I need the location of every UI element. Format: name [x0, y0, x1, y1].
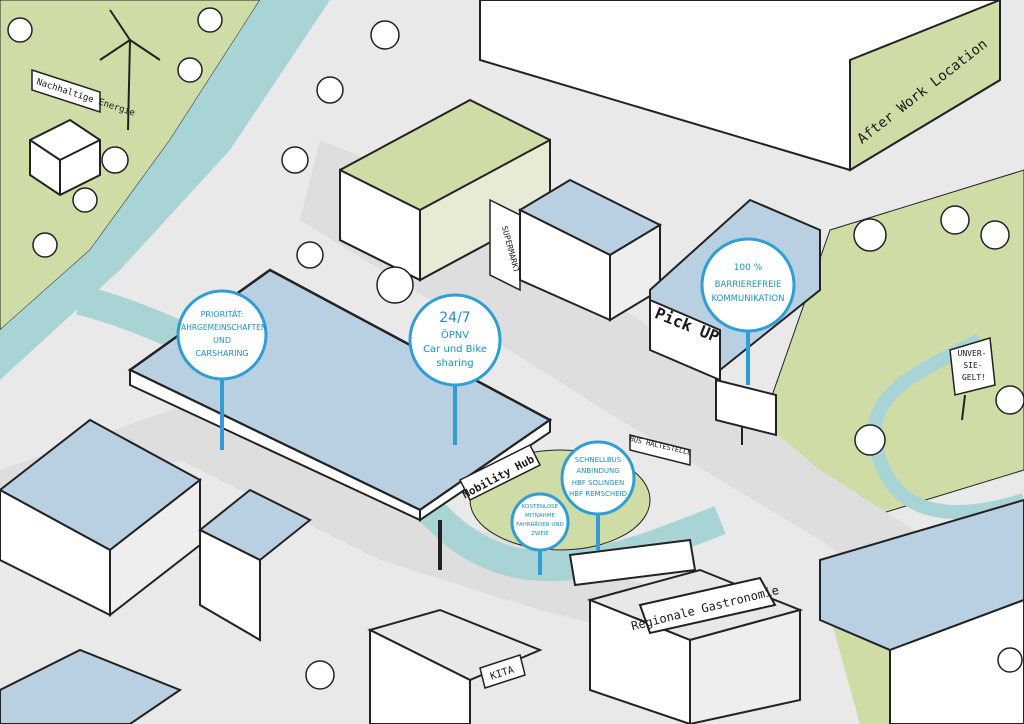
- tree: [7, 17, 33, 43]
- tree: [296, 241, 324, 269]
- svg-text:UNVER-: UNVER-: [958, 349, 987, 358]
- svg-text:SCHNELLBUS: SCHNELLBUS: [575, 456, 622, 464]
- tree: [376, 266, 414, 304]
- stream-right: [868, 333, 1024, 519]
- tree: [101, 146, 129, 174]
- svg-text:sharing: sharing: [436, 358, 473, 369]
- tree: [305, 660, 335, 690]
- billboard: [715, 378, 777, 445]
- svg-text:SIE-: SIE-: [963, 361, 982, 370]
- svg-text:FAHRRÄDER UND: FAHRRÄDER UND: [516, 521, 563, 528]
- info-bubble-oepnv: 24/7 ÖPNV Car und Bike sharing: [408, 293, 502, 445]
- svg-text:BARRIEREFREIE: BARRIEREFREIE: [715, 280, 782, 290]
- svg-text:ZWEIE: ZWEIE: [531, 531, 549, 537]
- svg-text:PRIORITÄT:: PRIORITÄT:: [201, 309, 244, 319]
- tree: [177, 57, 203, 83]
- building-left-small: [198, 488, 312, 642]
- svg-text:GELT!: GELT!: [962, 373, 986, 382]
- bus: [568, 538, 697, 587]
- tree: [281, 146, 309, 174]
- svg-text:Car und Bike: Car und Bike: [423, 344, 487, 355]
- energy-station: [29, 118, 101, 197]
- tree: [72, 187, 98, 213]
- svg-text:UND: UND: [213, 336, 231, 345]
- svg-text:HBF SOLINGEN: HBF SOLINGEN: [572, 479, 625, 487]
- svg-text:CARSHARING: CARSHARING: [195, 349, 248, 358]
- building-bottom-left: [0, 648, 183, 724]
- tree: [197, 7, 223, 33]
- solar-building-center: [517, 178, 663, 322]
- road-main: [300, 140, 1024, 680]
- greenhouse-right: [819, 498, 1024, 724]
- svg-text:ANBINDUNG: ANBINDUNG: [576, 467, 619, 475]
- svg-text:KOMMUNIKATION: KOMMUNIKATION: [712, 294, 785, 304]
- info-bubble-mitnahme: KOSTENLOSE MITNAHME FAHRRÄDER UND ZWEIE: [510, 492, 570, 575]
- after-work-building: After Work Location: [479, 0, 1001, 172]
- road-lower: [0, 400, 700, 650]
- tree: [32, 232, 58, 258]
- info-bubble-barrierefrei: 100 % BARRIEREFREIE KOMMUNIKATION: [700, 237, 796, 385]
- svg-text:ÖPNV: ÖPNV: [441, 328, 469, 341]
- svg-text:FAHRGEMEINSCHAFTEN: FAHRGEMEINSCHAFTEN: [177, 323, 266, 332]
- tree: [995, 385, 1024, 415]
- svg-text:KOSTENLOSE: KOSTENLOSE: [522, 504, 559, 510]
- svg-text:100 %: 100 %: [734, 263, 763, 273]
- supermarket-building: SUPERMARKT: [339, 98, 551, 292]
- wind-turbine-icon: [99, 9, 161, 131]
- tree: [316, 76, 344, 104]
- trees: [7, 7, 1024, 690]
- tree: [854, 424, 886, 456]
- kita-building: KITA: [367, 608, 543, 724]
- tree: [370, 20, 400, 50]
- river-left: [0, 0, 330, 380]
- tree: [940, 205, 970, 235]
- info-bubble-prioritaet: PRIORITÄT: FAHRGEMEINSCHAFTEN UND CARSHA…: [176, 289, 268, 450]
- svg-text:24/7: 24/7: [439, 310, 470, 326]
- gastronomie-building: Regionale Gastronomie: [586, 568, 804, 724]
- info-bubble-schnellbus: SCHNELLBUS ANBINDUNG HBF SOLINGEN HBF RE…: [560, 440, 636, 550]
- svg-text:MITNAHME: MITNAHME: [525, 513, 555, 519]
- tree: [997, 647, 1023, 673]
- svg-text:HBF REMSCHEID: HBF REMSCHEID: [569, 490, 627, 498]
- sign-unversiegelt: UNVER- SIE- GELT!: [949, 337, 996, 421]
- tree: [853, 218, 887, 252]
- tree: [980, 220, 1010, 250]
